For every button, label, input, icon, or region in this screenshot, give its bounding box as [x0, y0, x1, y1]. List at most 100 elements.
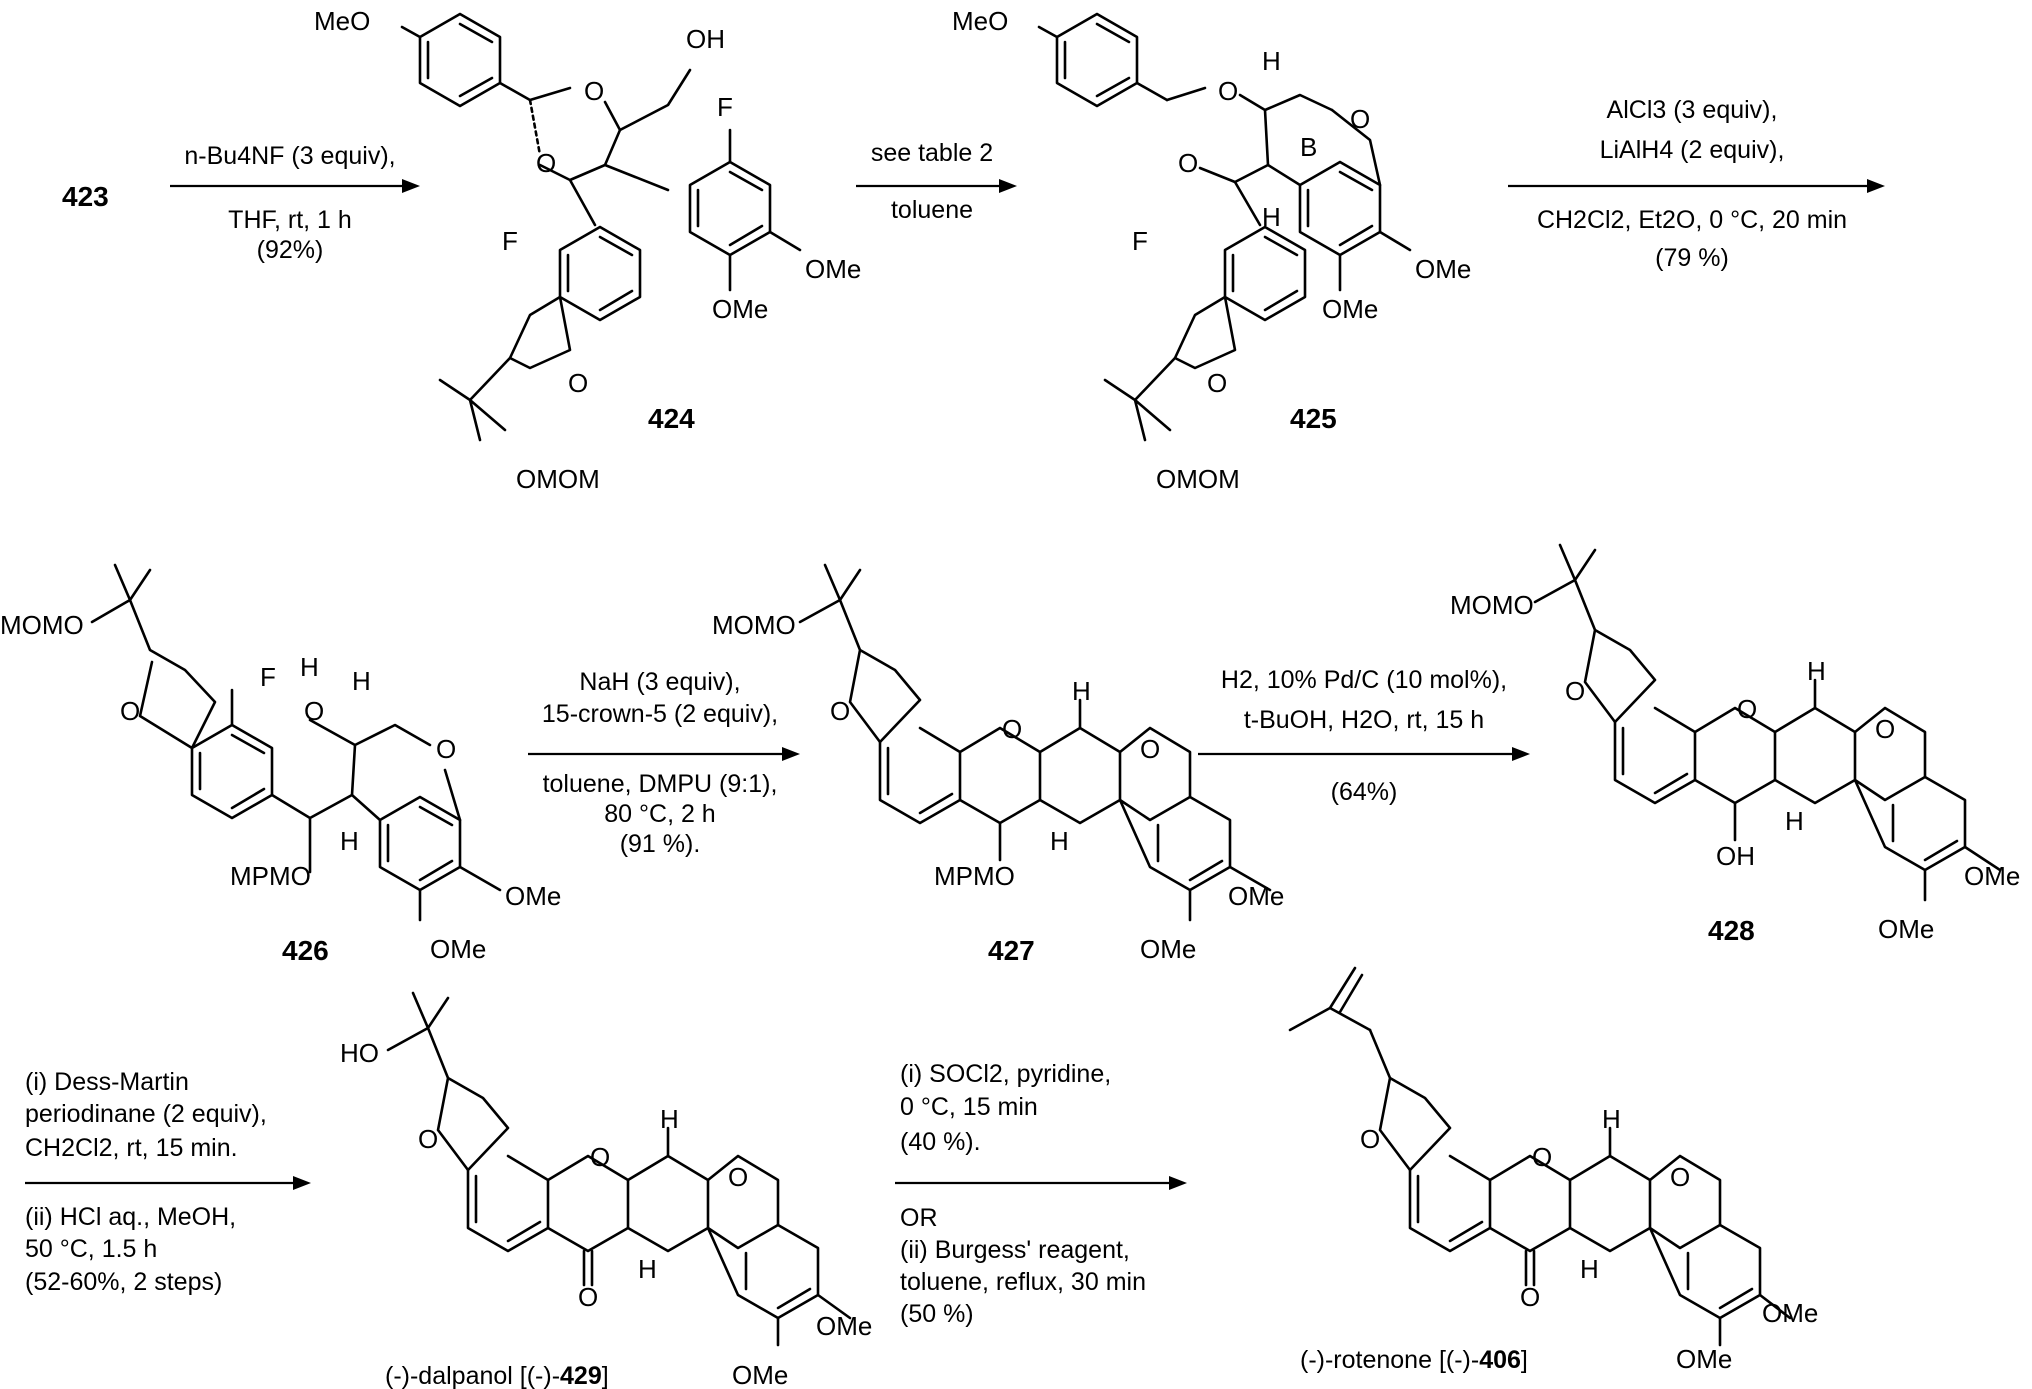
cond-step4-solvent: toluene, DMPU (9:1),	[543, 770, 778, 798]
momo-label: MOMO	[1450, 590, 1534, 620]
o-label: O	[1178, 148, 1198, 178]
ring-b-label: B	[1300, 132, 1317, 162]
cond-step7-line-6: toluene, reflux, 30 min	[900, 1268, 1146, 1296]
h-label: H	[340, 826, 359, 856]
arrow-step1	[170, 179, 420, 193]
cond-step7-line-2: 0 °C, 15 min	[900, 1093, 1038, 1121]
o-label: O	[536, 148, 556, 178]
h-label: H	[300, 652, 319, 682]
o-label: O	[590, 1142, 610, 1172]
cond-step4-reagent-1: NaH (3 equiv),	[579, 668, 740, 696]
compound-label-425: 425	[1290, 403, 1337, 434]
ome-label: OMe	[816, 1311, 872, 1341]
cond-step7-line-1: (i) SOCl2, pyridine,	[900, 1060, 1111, 1088]
o-label: O	[830, 696, 850, 726]
ome-label: OMe	[1415, 254, 1471, 284]
o-label: O	[1737, 694, 1757, 724]
structure-428	[1533, 543, 2002, 902]
compound-label-406-prefix: (-)-rotenone [(-)-	[1300, 1346, 1479, 1374]
conditions-step2: see table 2 toluene	[871, 139, 993, 224]
arrow-step2	[856, 179, 1017, 193]
arrow-step3	[1508, 179, 1885, 193]
ome-label: OMe	[430, 934, 486, 964]
f-label: F	[260, 662, 276, 692]
omom-label: OMOM	[516, 464, 600, 494]
h-label: H	[1072, 676, 1091, 706]
compound-number-406: 406	[1479, 1346, 1521, 1374]
o-label: O	[1670, 1162, 1690, 1192]
structure-424	[400, 12, 802, 442]
cond-step6-line-5: 50 °C, 1.5 h	[25, 1235, 157, 1263]
cond-step7-line-4: OR	[900, 1204, 938, 1232]
h-label: H	[660, 1104, 679, 1134]
cond-step3-reagent-2: LiAlH4 (2 equiv),	[1600, 136, 1785, 164]
compound-label-429-prefix: (-)-dalpanol [(-)-	[385, 1362, 560, 1389]
o-label: O	[418, 1124, 438, 1154]
h-label: H	[352, 666, 371, 696]
o-label: O	[1140, 734, 1160, 764]
ome-label: OMe	[1676, 1344, 1732, 1374]
ome-label: OMe	[505, 881, 561, 911]
compound-label-429: (-)-dalpanol [(-)-429]	[385, 1362, 609, 1389]
atoms-429: HO O O H O H O OMe OMe	[340, 1038, 872, 1389]
ho-label: HO	[340, 1038, 379, 1068]
o-label: O	[436, 734, 456, 764]
conditions-step6: (i) Dess-Martin periodinane (2 equiv), C…	[25, 1068, 267, 1296]
mpmo-label: MPMO	[934, 861, 1015, 891]
momo-label: MOMO	[0, 610, 84, 640]
cond-step2-reagent: see table 2	[871, 139, 993, 167]
cond-step1-reagent: n-Bu4NF (3 equiv),	[184, 142, 395, 170]
cond-step7-line-5: (ii) Burgess' reagent,	[900, 1236, 1130, 1264]
ome-label: OMe	[1762, 1298, 1818, 1328]
momo-label: MOMO	[712, 610, 796, 640]
conditions-step7: (i) SOCl2, pyridine, 0 °C, 15 min (40 %)…	[900, 1060, 1146, 1328]
h-label: H	[1262, 46, 1281, 76]
meo-label: MeO	[314, 6, 370, 36]
cond-step4-yield: (91 %).	[620, 830, 701, 858]
conditions-step1: n-Bu4NF (3 equiv), THF, rt, 1 h (92%)	[184, 142, 395, 264]
o-label: O	[584, 76, 604, 106]
structure-425	[1037, 12, 1412, 442]
f-label: F	[1132, 226, 1148, 256]
cond-step7-line-7: (50 %)	[900, 1300, 974, 1328]
compound-label-406: (-)-rotenone [(-)-406]	[1300, 1346, 1528, 1374]
o-label: O	[120, 696, 140, 726]
arrow-step4	[528, 747, 800, 761]
cond-step3-solvent: CH2Cl2, Et2O, 0 °C, 20 min	[1537, 206, 1847, 234]
ome-label: OMe	[1878, 914, 1934, 944]
cond-step6-line-1: (i) Dess-Martin	[25, 1068, 189, 1096]
structure-429	[386, 991, 852, 1347]
conditions-step3: AlCl3 (3 equiv), LiAlH4 (2 equiv), CH2Cl…	[1537, 96, 1847, 272]
cond-step6-line-2: periodinane (2 equiv),	[25, 1100, 267, 1128]
cond-step6-line-3: CH2Cl2, rt, 15 min.	[25, 1134, 238, 1162]
ome-label: OMe	[1964, 861, 2020, 891]
o-label: O	[1520, 1282, 1540, 1312]
o-label: O	[1002, 714, 1022, 744]
ome-label: OMe	[1322, 294, 1378, 324]
cond-step7-line-3: (40 %).	[900, 1128, 981, 1156]
o-label: O	[728, 1162, 748, 1192]
ome-label: OMe	[712, 294, 768, 324]
cond-step2-solvent: toluene	[891, 196, 973, 224]
o-label: O	[1207, 368, 1227, 398]
cond-step4-temp: 80 °C, 2 h	[604, 800, 715, 828]
h-label: H	[1580, 1254, 1599, 1284]
compound-label-423: 423	[62, 181, 109, 212]
h-label: H	[1785, 806, 1804, 836]
arrow-step7	[895, 1176, 1187, 1190]
atoms-406: O O H O H O OMe OMe	[1360, 1104, 1818, 1374]
compound-label-424: 424	[648, 403, 695, 434]
structure-426	[90, 563, 502, 922]
meo-label: MeO	[952, 6, 1008, 36]
cond-step1-yield: (92%)	[257, 236, 324, 264]
f-label: F	[502, 226, 518, 256]
oh-label: OH	[686, 24, 725, 54]
h-label: H	[1602, 1104, 1621, 1134]
atoms-428: MOMO O O H O H OH OMe OMe	[1450, 590, 2020, 944]
o-label: O	[1360, 1124, 1380, 1154]
structure-427	[798, 563, 1272, 922]
conditions-step5: H2, 10% Pd/C (10 mol%), t-BuOH, H2O, rt,…	[1221, 666, 1507, 806]
compound-number-429: 429	[560, 1362, 602, 1389]
arrow-step5	[1198, 747, 1530, 761]
arrow-step6	[25, 1176, 311, 1190]
